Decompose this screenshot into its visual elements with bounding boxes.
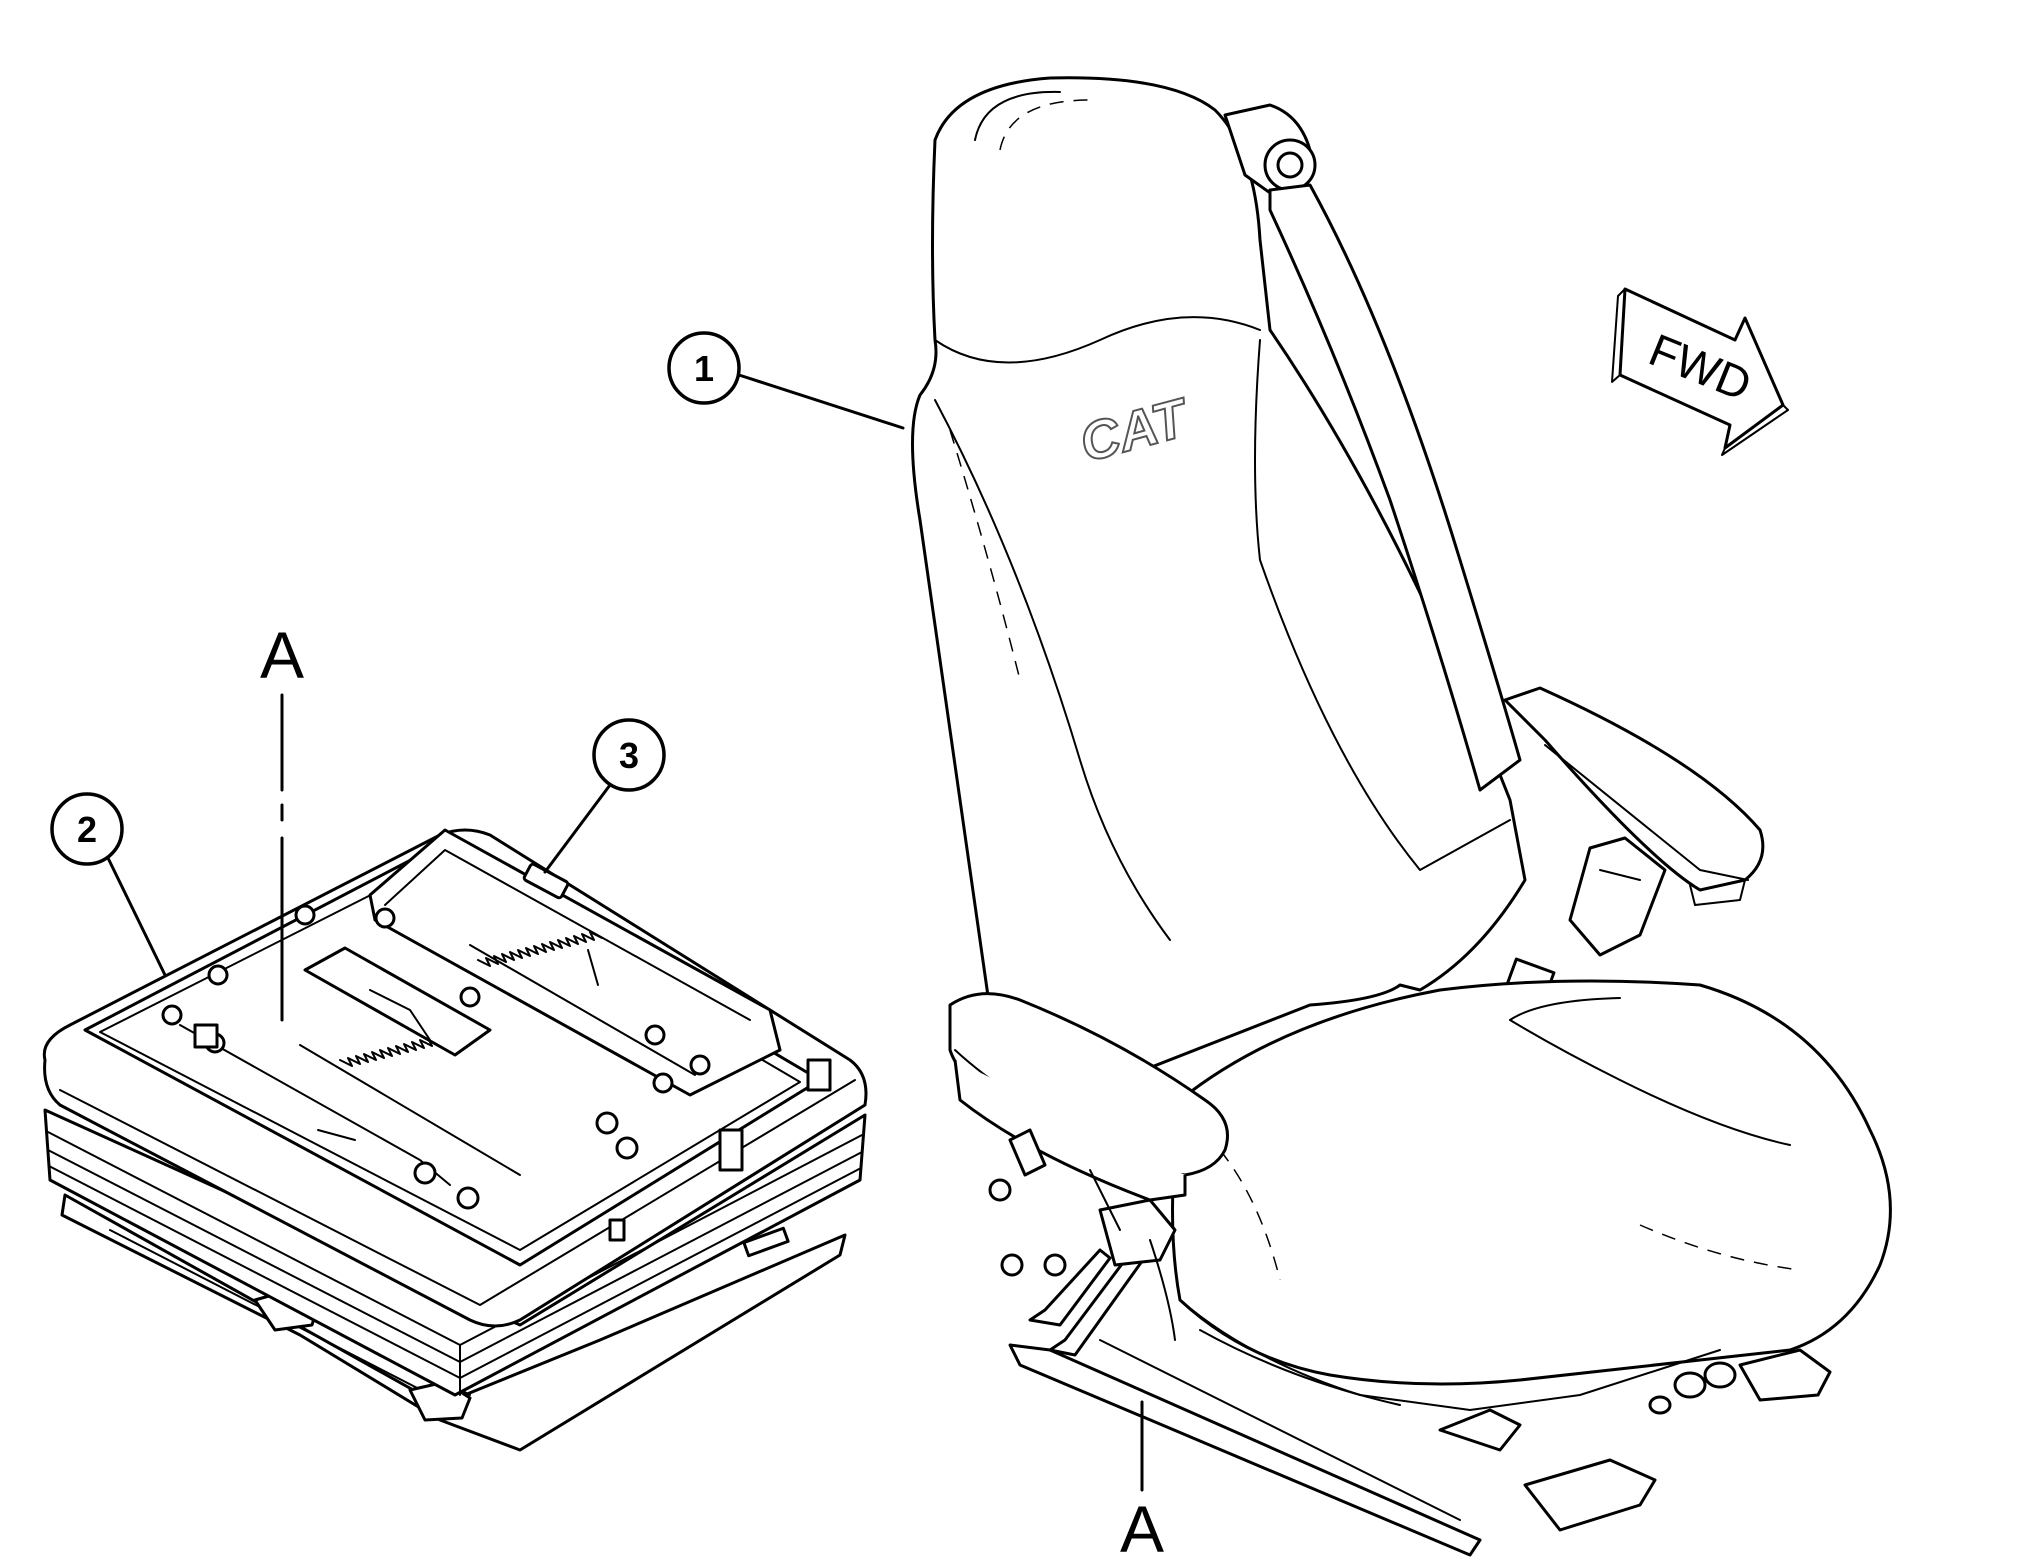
leader-line-3 xyxy=(543,783,612,874)
section-mark-a-top: A xyxy=(260,618,304,692)
leader-line-1 xyxy=(737,373,905,430)
section-mark-a-bottom: A xyxy=(1120,1492,1164,1559)
leader-lines xyxy=(106,373,905,977)
callout-2-label: 2 xyxy=(77,809,97,850)
callout-1: 1 xyxy=(667,331,741,405)
operator-seat: CAT xyxy=(911,76,1892,1557)
callout-3-label: 3 xyxy=(619,735,639,776)
seat-suspension-base xyxy=(42,828,868,1452)
callout-1-label: 1 xyxy=(694,348,714,389)
callout-2: 2 xyxy=(50,792,124,866)
callout-3: 3 xyxy=(592,718,666,792)
forward-direction-arrow: FWD xyxy=(1611,287,1789,456)
leader-line-2 xyxy=(106,856,167,977)
